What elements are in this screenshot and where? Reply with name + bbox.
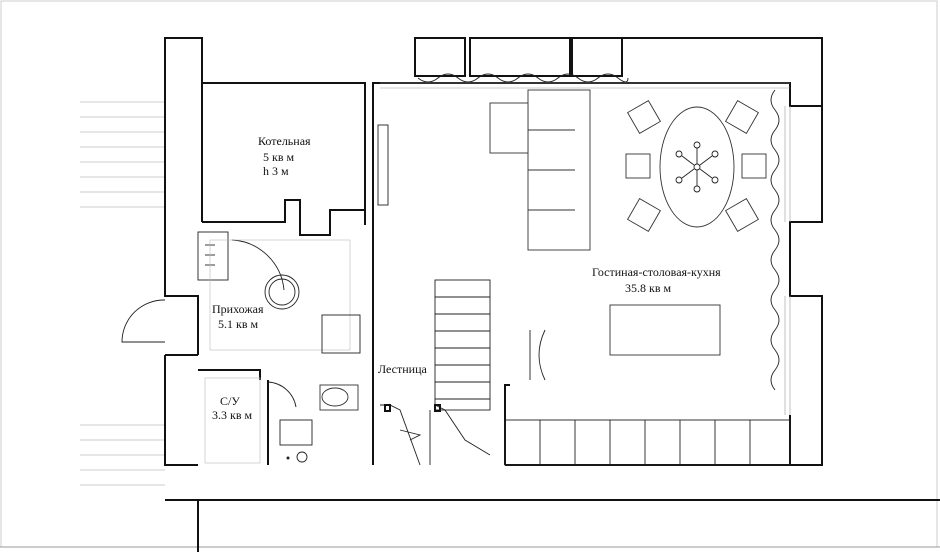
bath-sink <box>279 419 313 446</box>
bath-drain-dot <box>286 456 290 460</box>
dining-chairs <box>625 99 767 233</box>
hall-round-rug <box>264 274 300 310</box>
stairs-room-name: Лестница <box>378 362 428 376</box>
window-right <box>784 106 791 415</box>
boiler-room-area: 5 кв м <box>263 150 294 164</box>
living-room-area: 35.8 кв м <box>625 281 671 295</box>
hall-room-name: Прихожая <box>212 302 264 316</box>
sofa <box>489 89 591 251</box>
bath-room-area: 3.3 кв м <box>212 408 252 422</box>
stair-posts <box>384 404 441 412</box>
hall-door-swing <box>231 239 285 291</box>
toilet-bowl <box>321 387 349 407</box>
living-room-name: Гостиная-столовая-кухня <box>592 265 721 279</box>
tv-stand <box>377 124 389 206</box>
bath-drain <box>296 451 308 463</box>
porch-left <box>80 101 165 486</box>
hall-round-rug-inner <box>268 278 296 306</box>
dining-table <box>659 106 735 228</box>
entrance-door-swing <box>121 299 166 343</box>
window-top <box>380 82 790 89</box>
bath-door-swing <box>267 381 297 408</box>
curtain-top <box>417 73 629 83</box>
curtain-right <box>770 89 780 391</box>
shower-tray <box>204 377 261 464</box>
boiler-room-name: Котельная <box>258 134 311 148</box>
hall-rug <box>209 239 351 351</box>
bath-room-name: С/У <box>220 394 240 408</box>
bath-walls <box>198 369 269 465</box>
dining-lamp <box>675 141 719 193</box>
hall-bench <box>321 314 361 354</box>
kitchen-counter <box>504 419 791 466</box>
boiler-room-height: h 3 м <box>263 164 289 178</box>
hall-room-area: 5.1 кв м <box>218 317 258 331</box>
hall-cabinet <box>197 231 229 281</box>
boiler-room-outline <box>202 199 365 236</box>
kitchen-island <box>609 304 721 356</box>
closet-door-swing <box>529 329 546 381</box>
